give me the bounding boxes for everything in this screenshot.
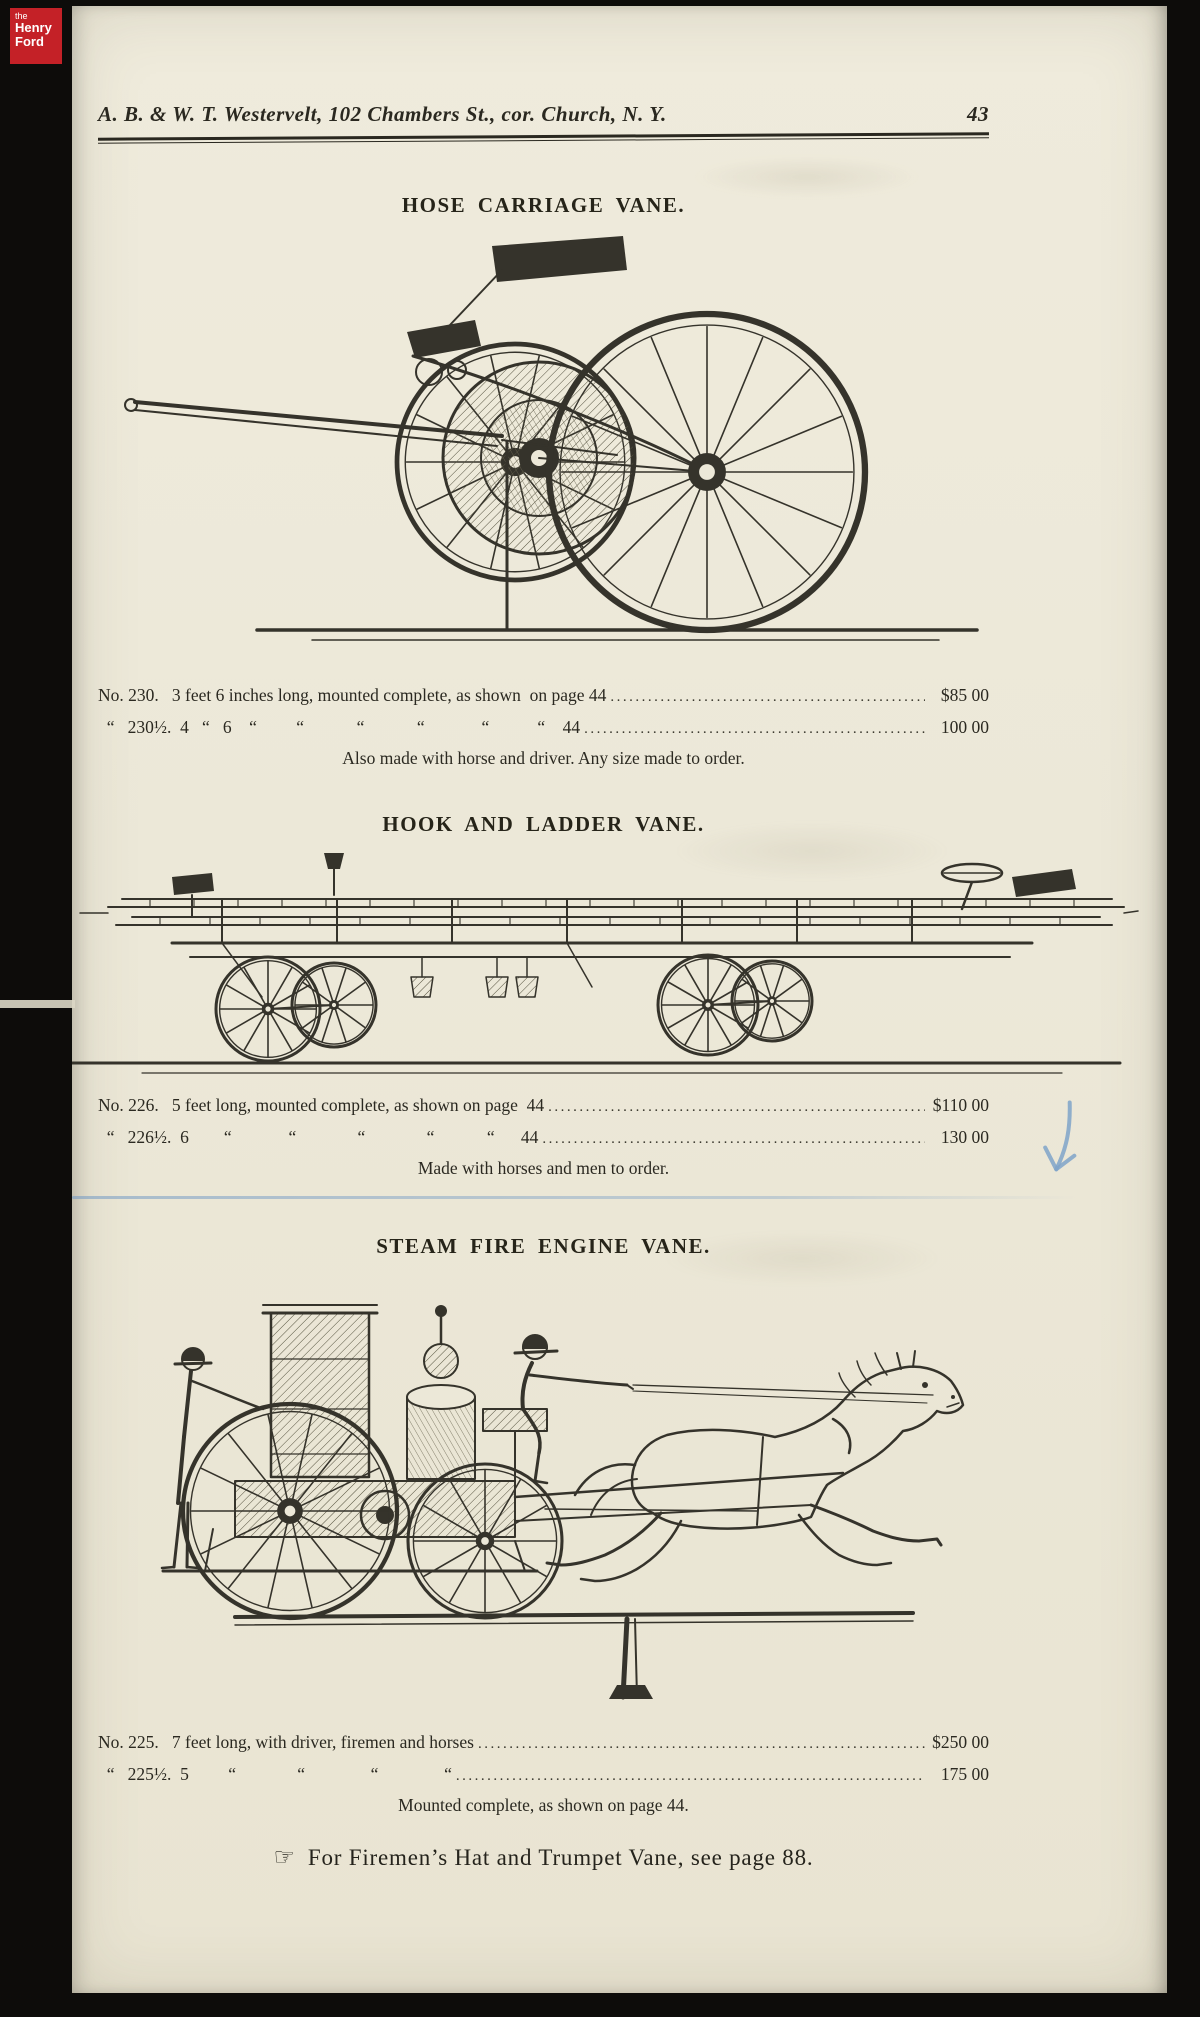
dot-leader: ........................................… — [477, 1736, 925, 1752]
section-steam-fire-engine-vane: STEAM FIRE ENGINE VANE. — [98, 1234, 989, 1819]
footer-note: ☞ For Firemen’s Hat and Trumpet Vane, see… — [98, 1843, 989, 1871]
price-list: No. 230. 3 feet 6 inches long, mounted c… — [98, 680, 989, 744]
henry-ford-archive-logo: the Henry Ford — [10, 8, 62, 64]
page-number: 43 — [967, 102, 989, 126]
logo-henry: Henry — [15, 20, 52, 36]
item-price: $110 00 — [932, 1095, 989, 1115]
price-row: “ 226½. 6 “ “ “ “ “ 44 .................… — [98, 1122, 989, 1154]
item-description: “ 230½. 4 “ 6 “ “ “ “ “ “ 44 — [98, 717, 581, 737]
item-description: “ 226½. 6 “ “ “ “ “ 44 — [98, 1127, 539, 1147]
item-price: $85 00 — [940, 685, 989, 705]
dot-leader: ........................................… — [610, 689, 925, 705]
catalog-page-scan: A. B. & W. T. Westervelt, 102 Chambers S… — [72, 6, 1167, 1993]
logo-the: the — [15, 11, 28, 21]
item-price: 130 00 — [940, 1127, 989, 1147]
price-row: “ 230½. 4 “ 6 “ “ “ “ “ “ 44 ...........… — [98, 712, 989, 744]
price-list: No. 225. 7 feet long, with driver, firem… — [98, 1727, 989, 1791]
dot-leader: ........................................… — [584, 721, 925, 737]
price-list: No. 226. 5 feet long, mounted complete, … — [98, 1090, 989, 1154]
item-description: No. 226. 5 feet long, mounted complete, … — [98, 1095, 545, 1115]
section-note: Mounted complete, as shown on page 44. — [398, 1795, 689, 1815]
section-note: Made with horses and men to order. — [417, 1158, 670, 1178]
price-row: No. 230. 3 feet 6 inches long, mounted c… — [98, 680, 989, 712]
footer-text: For Firemen’s Hat and Trumpet Vane, see … — [307, 1845, 814, 1870]
hose-carriage-engraving — [124, 236, 979, 641]
dot-leader: ........................................… — [548, 1099, 925, 1115]
section-title: HOOK AND LADDER VANE. — [382, 812, 705, 836]
manicule-icon: ☞ — [273, 1843, 296, 1871]
dot-leader: ........................................… — [455, 1768, 925, 1784]
dot-leader: ........................................… — [542, 1131, 925, 1147]
scan-edge-artifact — [0, 1000, 75, 1008]
price-row: “ 225½. 5 “ “ “ “ ......................… — [98, 1759, 989, 1791]
header-double-rule — [97, 132, 990, 144]
pencil-line-mark — [72, 1196, 1077, 1199]
catalog-header: A. B. & W. T. Westervelt, 102 Chambers S… — [98, 102, 989, 127]
section-note: Also made with horse and driver. Any siz… — [342, 748, 745, 768]
item-price: 175 00 — [940, 1764, 989, 1784]
catalog-header-title: A. B. & W. T. Westervelt, 102 Chambers S… — [98, 102, 667, 126]
section-title: HOSE CARRIAGE VANE. — [401, 193, 686, 217]
section-hose-carriage-vane: HOSE CARRIAGE VANE. — [98, 193, 989, 772]
steam-fire-engine-engraving — [160, 1304, 965, 1700]
hook-and-ladder-engraving — [72, 853, 1139, 1074]
item-description: No. 225. 7 feet long, with driver, firem… — [98, 1732, 474, 1752]
price-row: No. 225. 7 feet long, with driver, firem… — [98, 1727, 989, 1759]
logo-ford: Ford — [15, 34, 44, 50]
price-row: No. 226. 5 feet long, mounted complete, … — [98, 1090, 989, 1122]
section-title: STEAM FIRE ENGINE VANE. — [376, 1234, 711, 1258]
section-hook-and-ladder-vane: HOOK AND LADDER VANE. — [72, 812, 1139, 1182]
item-description: “ 225½. 5 “ “ “ “ — [98, 1764, 452, 1784]
item-price: $250 00 — [932, 1732, 989, 1752]
pencil-check-mark — [1043, 1100, 1077, 1172]
item-price: 100 00 — [940, 717, 989, 737]
item-description: No. 230. 3 feet 6 inches long, mounted c… — [98, 685, 607, 705]
